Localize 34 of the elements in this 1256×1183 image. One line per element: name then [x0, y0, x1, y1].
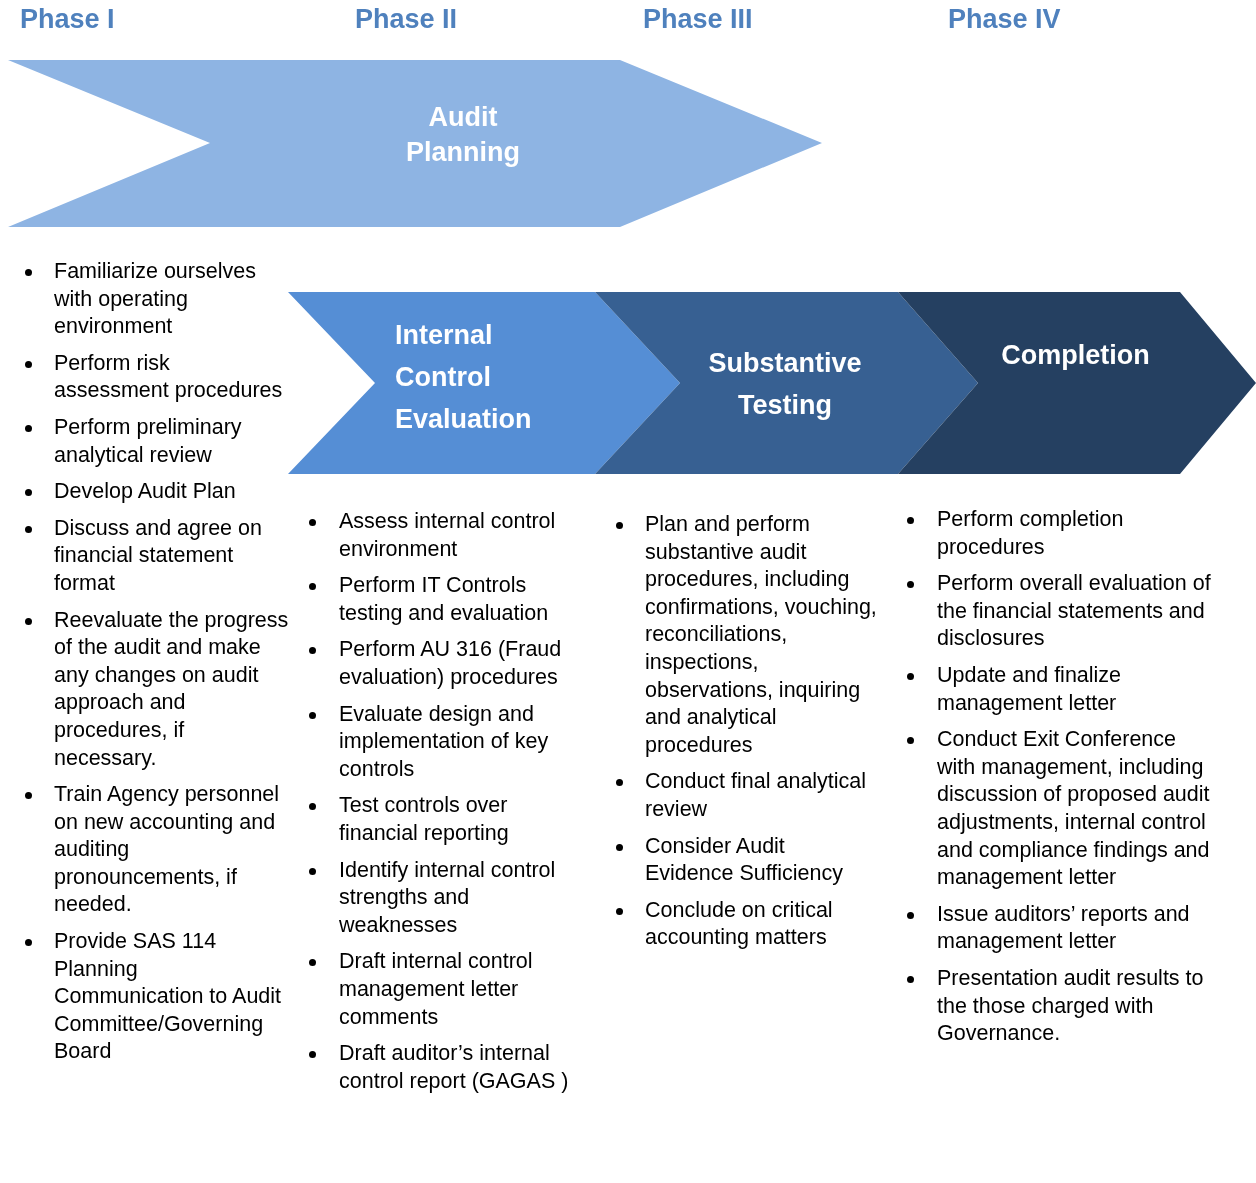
bullet-text: Conduct Exit Conference with management, including discussion of proposed audit adjustments, internal control and compliance findings and management letter	[937, 726, 1211, 892]
phase-heading: Phase I	[20, 4, 115, 35]
bullet-text: Identify internal control strengths and weaknesses	[339, 856, 557, 939]
bullet-text: Perform AU 316 (Fraud evaluation) procedures	[339, 636, 563, 691]
bullet-text: Plan and perform substantive audit procedures, including confirmations, vouching, reconciliations, inspections, observations, inquiring and analytical procedures	[645, 511, 877, 759]
bullet-text: Assess internal control environment	[339, 508, 557, 563]
bullet-text: Test controls over financial reporting	[339, 792, 510, 847]
phase-heading: Phase IV	[948, 4, 1061, 35]
bullet-text: Train Agency personnel on new accounting and auditing pronouncements, if needed.	[54, 781, 281, 919]
bullet-text: Perform IT Controls testing and evaluation	[339, 572, 550, 627]
bullet-text: Reevaluate the progress of the audit and make any changes on audit approach and procedures, if necessary.	[54, 606, 290, 772]
bullet-text: Draft internal control management letter comments	[339, 948, 534, 1031]
bullet-text: Perform preliminary analytical review	[54, 413, 243, 469]
bullet-text: Perform completion procedures	[937, 506, 1125, 561]
chevron-label: Completion	[1000, 339, 1151, 372]
bullet-text: Evaluate design and implementation of key controls	[339, 700, 550, 783]
bullet-text: Develop Audit Plan	[54, 478, 237, 506]
bullet-text: Update and finalize management letter	[937, 661, 1123, 717]
phase-heading: Phase II	[355, 4, 458, 35]
chevron-label: Internal Control Evaluation	[395, 319, 533, 436]
bullet-text: Draft auditor’s internal control report (GAGAS )	[339, 1040, 570, 1095]
chevron-label: Audit Planning	[405, 101, 521, 169]
bullet-text: Perform risk assessment procedures	[54, 349, 284, 405]
bullet-text: Familiarize ourselves with operating environment	[54, 258, 257, 341]
bullet-text: Consider Audit Evidence Sufficiency	[645, 832, 844, 888]
chevron-label: Substantive Testing	[707, 347, 863, 422]
bullet-text: Perform overall evaluation of the financial statements and disclosures	[937, 570, 1212, 653]
bullet-text: Conclude on critical accounting matters	[645, 896, 834, 952]
bullet-text: Presentation audit results to the those charged with Governance.	[937, 964, 1205, 1048]
bullet-text: Issue auditors’ reports and management letter	[937, 900, 1191, 956]
bullet-text: Discuss and agree on financial statement format	[54, 514, 263, 597]
phase-heading: Phase III	[643, 4, 753, 35]
bullet-text: Provide SAS 114 Planning Communication to Audit Committee/Governing Board	[54, 928, 283, 1066]
bullet-text: Conduct final analytical review	[645, 768, 868, 823]
